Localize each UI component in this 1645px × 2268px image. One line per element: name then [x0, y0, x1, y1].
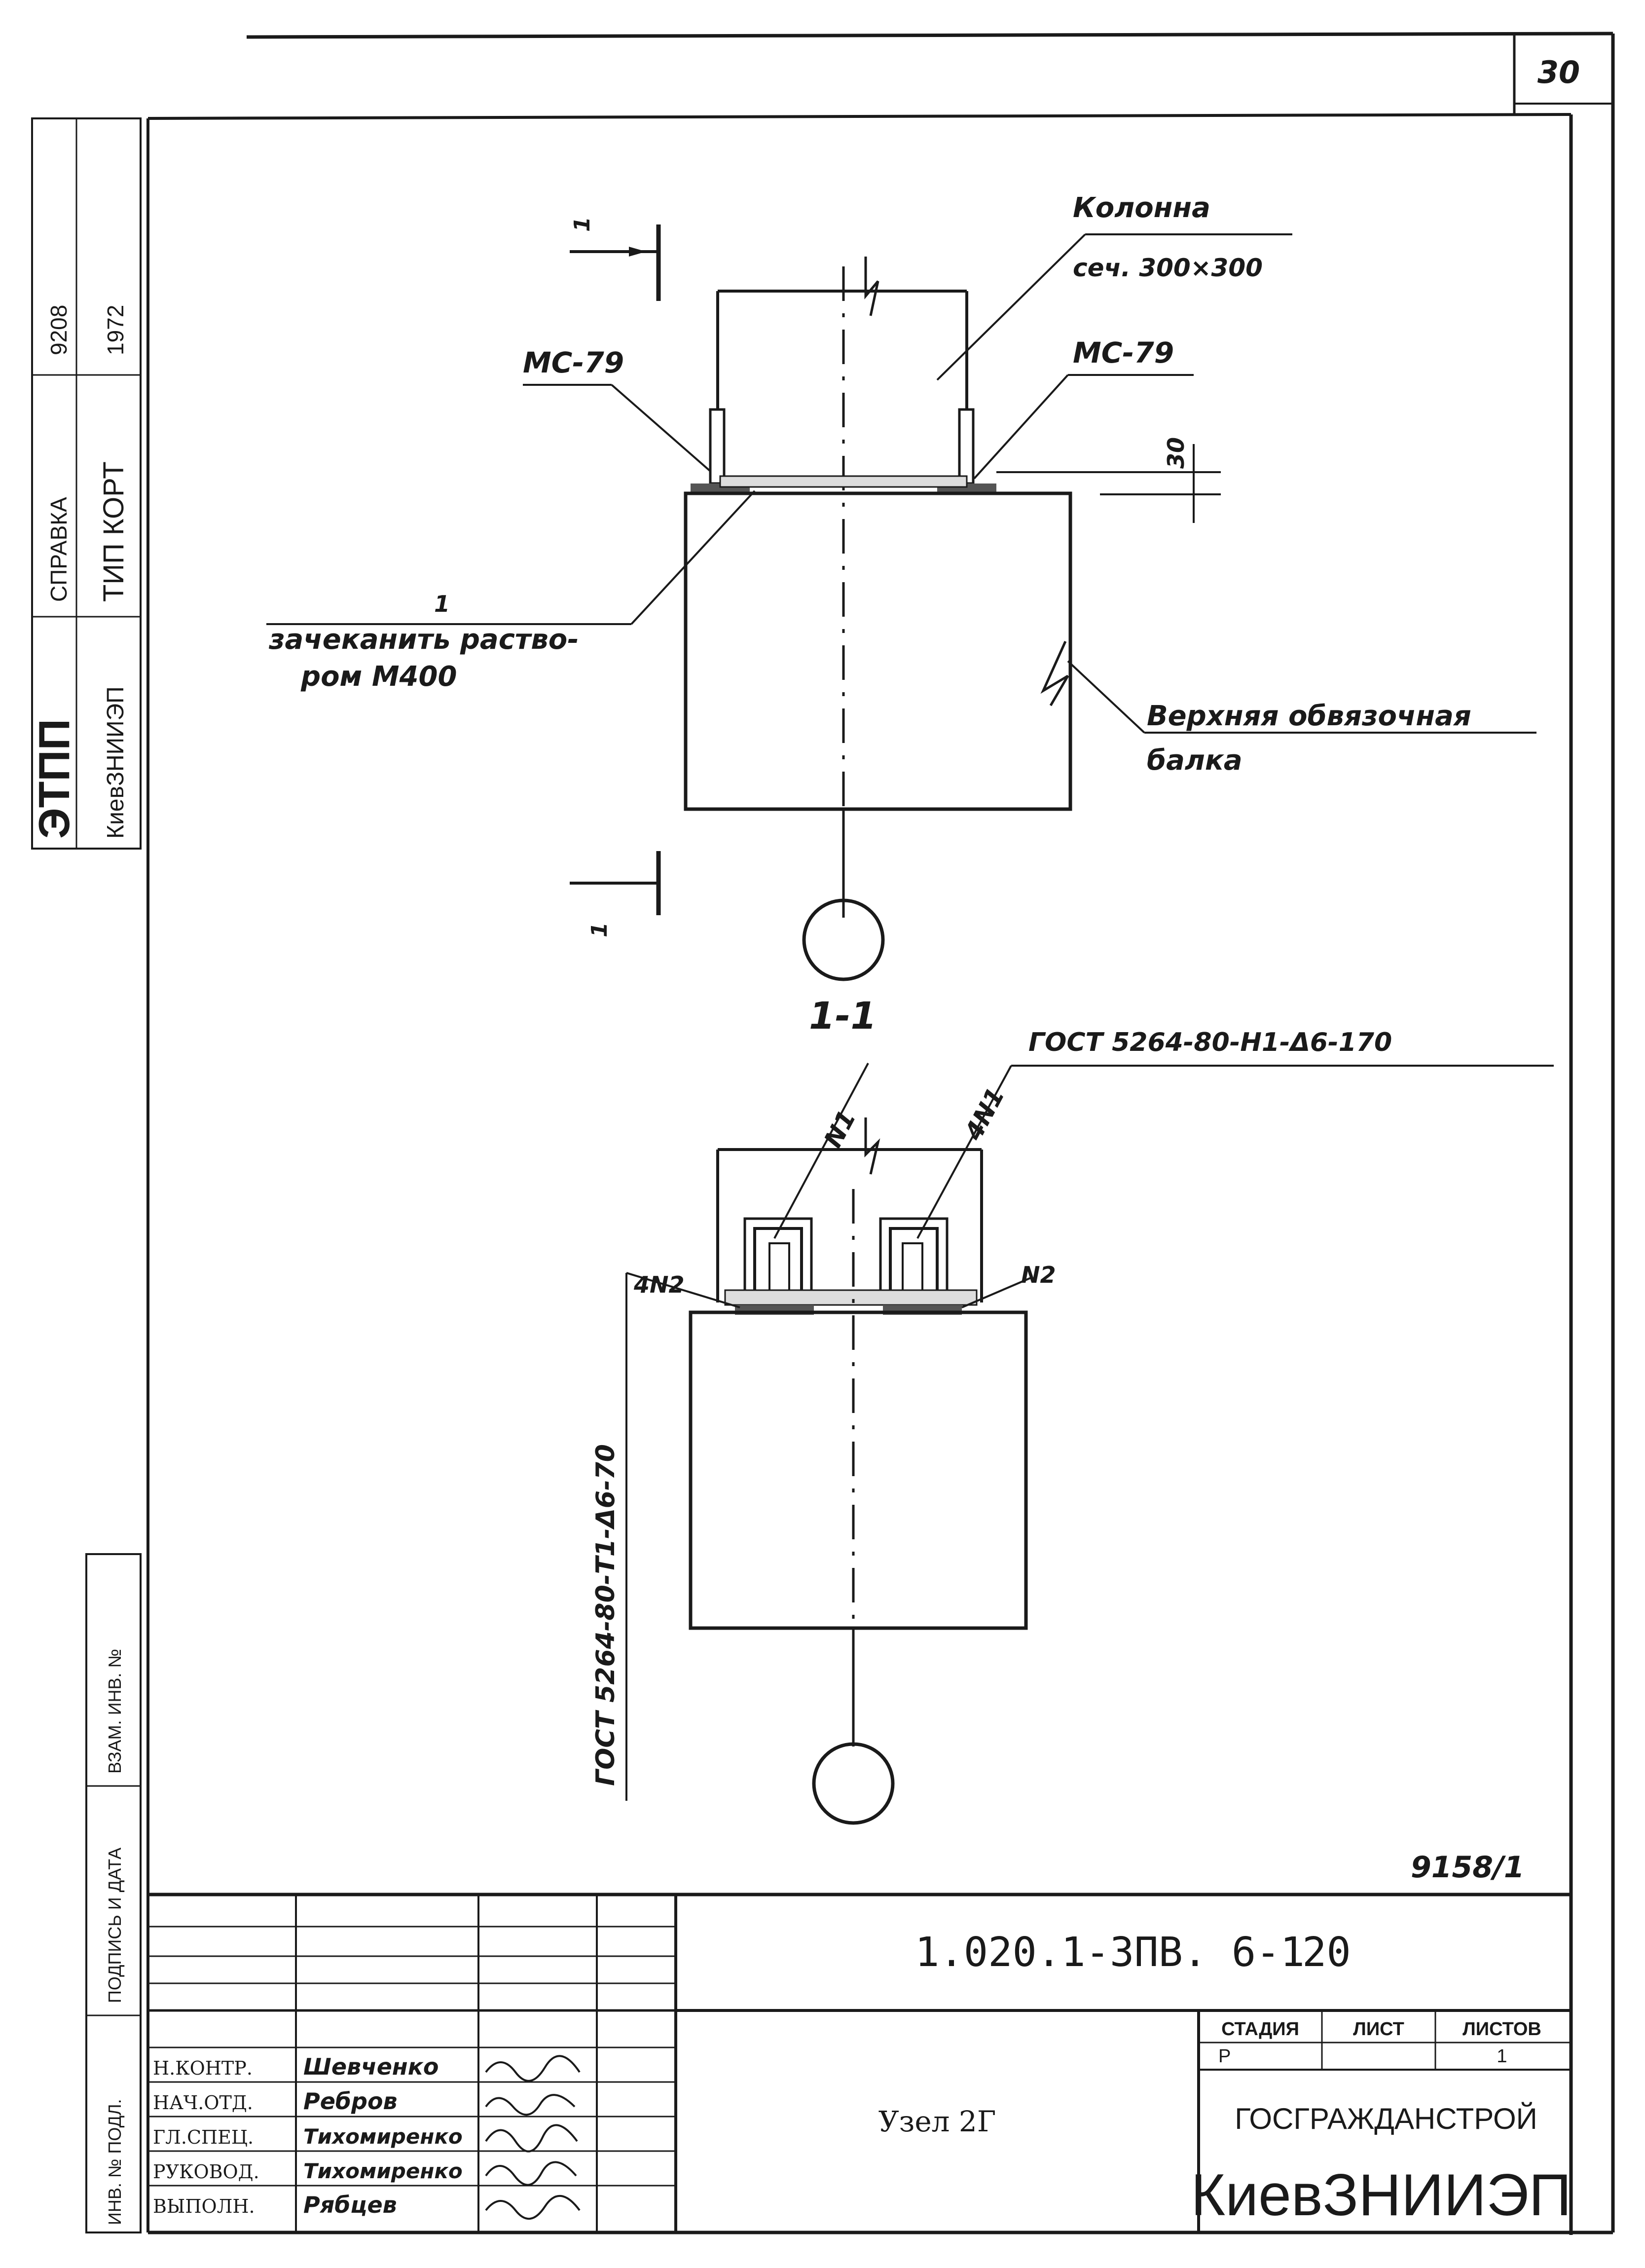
role-1: Н.КОНТР. — [153, 2057, 253, 2079]
name-3: Тихомиренко — [303, 2124, 463, 2149]
org-name-2: КиевЗНИИЭП — [1191, 2162, 1572, 2228]
sheets-value: 1 — [1497, 2046, 1507, 2067]
stamp-org-line2: КиевЗНИИЭП — [103, 686, 129, 839]
weld-details — [724, 1217, 978, 1315]
margin-text-3: ИНВ. № ПОДЛ. — [105, 2099, 125, 2225]
weld-side-label: ГОСТ 5264-80-Т1-Δ6-70 — [591, 1444, 621, 1786]
stamp-org-line1: ЭТПП — [30, 719, 78, 839]
sheet-header: ЛИСТ — [1353, 2019, 1404, 2040]
beam — [684, 491, 1072, 981]
stamp-ref-line2: 1972 — [103, 305, 128, 355]
beam-label-1: Верхняя обвязочная — [1147, 700, 1471, 732]
stage-header: СТАДИЯ — [1221, 2019, 1299, 2040]
org-name-1: ГОСГРАЖДАНСТРОЙ — [1235, 2102, 1537, 2135]
signatures — [485, 2055, 581, 2220]
margin-text-2: ПОДПИСЬ И ДАТА — [105, 1848, 125, 2003]
beam-label-2: балка — [1147, 744, 1243, 777]
mortar-ref-label: 1 — [434, 591, 450, 617]
doc-sheet: 20 — [1302, 1929, 1351, 1976]
inventory-number: 9158/1 — [1411, 1850, 1525, 1885]
stage-value: Р — [1218, 2046, 1231, 2067]
role-3: ГЛ.СПЕЦ. — [153, 2126, 254, 2148]
mortar-text-2: ром М400 — [300, 661, 457, 693]
sheet-number: 30 — [1537, 54, 1580, 90]
plate-right-label: МС-79 — [1073, 336, 1174, 370]
n1-right-label: 4N1 — [959, 1083, 1010, 1146]
n2-right-label: N2 — [1021, 1262, 1056, 1288]
stamp-label-line1: СПРАВКА — [46, 497, 72, 602]
top-view: 1 1 — [266, 192, 1536, 981]
sheet-frame — [146, 32, 1615, 2235]
column-section-label: сеч. 300×300 — [1073, 254, 1263, 282]
title-block: 1.020.1-3ПВ. 6-1 20 Узел 2Г СТАДИЯ ЛИСТ … — [148, 1893, 1572, 2232]
dimension-value: 30 — [1163, 437, 1189, 469]
section-title: 1-1 — [809, 994, 877, 1038]
name-5: Рябцев — [303, 2192, 397, 2218]
section-mark-bottom-label: 1 — [587, 922, 612, 937]
stamp-ref-line1: 9208 — [46, 305, 72, 355]
name-1: Шевченко — [303, 2053, 439, 2080]
column-label: Колонна — [1073, 192, 1210, 224]
weld-top-label: ГОСТ 5264-80-Н1-Δ6-170 — [1028, 1028, 1392, 1057]
mortar-text-1: зачеканить раство- — [268, 624, 579, 656]
doc-code: 1.020.1-3ПВ. 6-1 — [915, 1929, 1305, 1976]
role-2: НАЧ.ОТД. — [153, 2092, 253, 2114]
section-mark-bottom: 1 — [570, 851, 661, 937]
drawing-name: Узел 2Г — [878, 2105, 996, 2138]
role-4: РУКОВОД. — [153, 2161, 259, 2183]
section-mark-top: 1 — [570, 217, 661, 301]
stamp-label-line2: ТИП КОРТ — [98, 461, 130, 602]
n2-left-label: 4N2 — [633, 1271, 685, 1298]
role-5: ВЫПОЛН. — [153, 2195, 255, 2217]
name-2: Ребров — [303, 2088, 398, 2115]
margin-text-1: ВЗАМ. ИНВ. № — [105, 1649, 125, 1774]
dimension-30: 30 — [996, 437, 1221, 523]
margin-stamp: ЭТПП КиевЗНИИЭП СПРАВКА ТИП КОРТ 9208 19… — [30, 117, 142, 850]
plate-left-label: МС-79 — [523, 346, 624, 379]
margin-lower-stamp: ВЗАМ. ИНВ. № ПОДПИСЬ И ДАТА ИНВ. № ПОДЛ. — [85, 1553, 142, 2233]
sheets-header: ЛИСТОВ — [1462, 2019, 1541, 2040]
section-mark-top-label: 1 — [570, 217, 595, 232]
section-view: 1-1 ГОСТ 5264-80-Н1-Δ6-170 N1 4N1 — [591, 994, 1554, 1825]
name-4: Тихомиренко — [303, 2159, 463, 2183]
